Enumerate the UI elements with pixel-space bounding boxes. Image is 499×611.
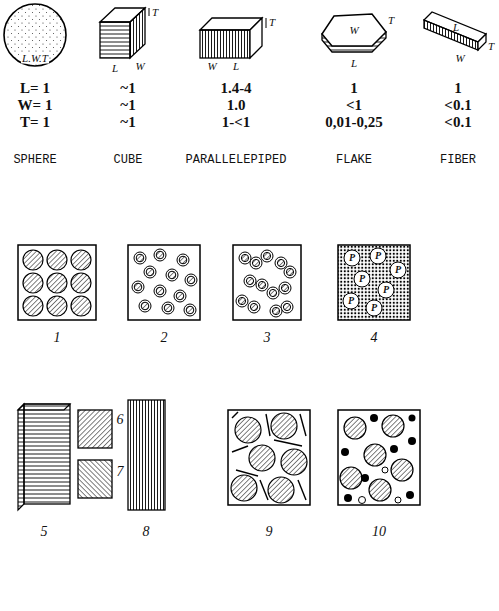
dimension-label: W [348,25,359,36]
callout-number: 9 [266,525,273,539]
particle-letter: P [349,253,355,263]
particle-letter: P [359,274,365,284]
shape-name: CUBE [114,154,143,166]
shape-name: PARALLELEPIPED [186,154,287,166]
table-cell: 1.0 [227,98,246,113]
dimension-label: T [487,41,495,52]
particle-letter: P [375,251,381,261]
table-cell: T= 1 [20,115,50,130]
particle-letter: P [348,296,354,306]
callout-number: 10 [372,525,386,539]
callout-number: 3 [264,331,271,345]
table-cell: <0.1 [444,98,471,113]
table-cell: L= 1 [20,81,50,96]
callout-number: 5 [41,525,48,539]
dimension-label: L [232,61,240,72]
dimension-label: L [453,22,459,33]
table-cell: ~1 [120,115,135,130]
particle-letter: P [371,303,377,313]
dimension-label: L.W.T [21,53,49,64]
dimension-label: W [206,61,217,72]
table-cell: 1 [454,81,462,96]
table-cell: 1 [350,81,358,96]
callout-number: 8 [143,525,150,539]
table-cell: W= 1 [18,98,53,113]
table-cell: 0,01-0,25 [325,115,383,130]
particle-letter: P [383,285,389,295]
dimension-label: L [111,63,119,74]
dimension-label: T [387,15,395,26]
shape-name: SPHERE [13,154,56,166]
table-cell: ~1 [120,98,135,113]
callout-number: 4 [371,331,378,345]
callout-number: 7 [117,465,124,479]
callout-number: 2 [161,331,168,345]
shape-name: FIBER [440,154,476,166]
table-cell: 1.4-4 [220,81,251,96]
dimension-label: T [268,17,276,28]
table-cell: <1 [346,98,362,113]
dimension-label: W [134,61,145,72]
dimension-label: L [350,58,358,69]
shape-name: FLAKE [336,154,372,166]
dimension-label: T [151,7,159,18]
table-cell: 1-<1 [222,115,251,130]
callout-number: 6 [117,413,124,427]
table-cell: ~1 [120,81,135,96]
table-cell: <0.1 [444,115,471,130]
dimension-label: W [454,53,465,64]
particle-letter: P [395,265,401,275]
callout-number: 1 [54,331,61,345]
